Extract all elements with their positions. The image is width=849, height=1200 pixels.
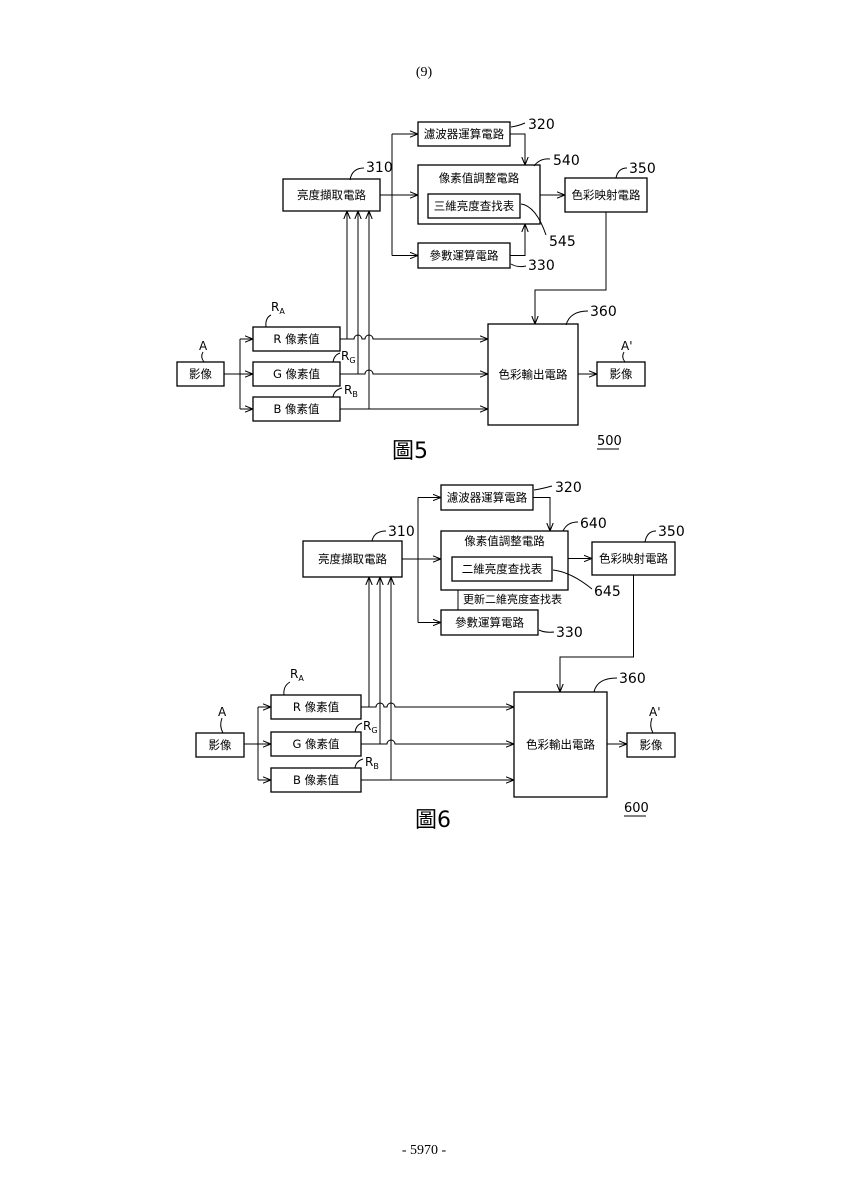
fig5-output-signal-label: A' (621, 339, 633, 353)
fig6-luminance-circuit-label: 亮度擷取電路 (318, 552, 387, 566)
fig5-b-signal-leader (333, 388, 342, 397)
fig5-r-value-label: R 像素值 (273, 332, 320, 346)
fig5-input-image-label: 影像 (189, 367, 212, 381)
fig5-luminance-circuit-label: 亮度擷取電路 (297, 188, 366, 202)
fig6-param-leader (539, 630, 554, 632)
fig6-b-value-label: B 像素值 (293, 773, 340, 787)
fig6-param-ref-numeral: 330 (556, 625, 583, 641)
fig5-colormap-circuit-label: 色彩映射電路 (572, 188, 641, 202)
fig6-input-signal-leader (221, 718, 223, 733)
fig5-output-signal-leader (623, 352, 625, 362)
fig5-output-circuit-leader (566, 311, 588, 325)
fig6-g-signal-label: RG (363, 719, 378, 735)
fig6-g-signal-main: R (363, 719, 371, 733)
fig6-r-signal-main: R (290, 667, 298, 681)
fig5-r-to-output-arrow (340, 335, 488, 339)
fig5-r-signal-sub: A (279, 307, 285, 316)
fig5-b-signal-sub: B (352, 390, 358, 399)
fig6-param-circuit-label: 參數運算電路 (455, 616, 524, 630)
fig6-input-signal-label: A (218, 705, 227, 719)
fig6-diagram: 濾波器運算電路像素值調整電路二維亮度查找表 亮度擷取電路 色彩映射電路參數運算電路 R… (196, 480, 685, 833)
page-footer: - 5970 - (402, 1143, 447, 1158)
fig6-figure-number: 600 (624, 801, 649, 816)
fig5-output-image-label: 影像 (610, 367, 633, 381)
fig6-colormap-circuit-label: 色彩映射電路 (599, 552, 668, 566)
fig5-filter-to-adjust-arrow (510, 134, 525, 165)
fig6-luminance-leader (372, 531, 386, 541)
fig6-output-image-label: 影像 (640, 738, 663, 752)
fig5-r-signal-main: R (271, 300, 279, 314)
fig5-param-to-adjust-arrow (510, 224, 525, 256)
fig5-luminance-leader (350, 168, 364, 180)
fig5-color-map-leader (616, 168, 627, 178)
fig6-color-map-leader (645, 531, 656, 542)
fig5-b-signal-label: RB (344, 383, 358, 399)
fig6-filter-to-adjust-arrow (533, 498, 550, 532)
fig5-figure-title: 圖5 (392, 439, 428, 464)
fig5-filter-leader (511, 123, 525, 127)
figures-layer: 濾波器運算電路像素值調整電路三維亮度查找表亮度擷取電路色彩映射電路參數運算電路R… (177, 117, 685, 833)
fig6-adjust-circuit-label: 像素值調整電路 (464, 534, 545, 548)
fig5-g-value-label: G 像素值 (273, 367, 321, 381)
fig6-luminance-ref-numeral: 310 (388, 524, 415, 540)
fig6-lut-ref-numeral: 645 (594, 584, 621, 600)
fig5-output-circuit-ref-numeral: 360 (590, 304, 617, 320)
fig6-g-value-label: G 像素值 (292, 737, 340, 751)
fig6-b-signal-leader (355, 759, 363, 768)
fig5-b-value-label: B 像素值 (273, 402, 320, 416)
fig6-update-annotation: 更新二維亮度查找表 (463, 592, 562, 606)
fig5-r-signal-leader (266, 315, 271, 327)
fig5-diagram: 濾波器運算電路像素值調整電路三維亮度查找表 亮度擷取電路 色彩映射電路參數運算電路 R… (177, 117, 656, 464)
fig5-filter-circuit-label: 濾波器運算電路 (424, 127, 505, 141)
fig5-figure-number: 500 (597, 434, 622, 449)
fig5-color-map-ref-numeral: 350 (629, 161, 656, 177)
fig6-filter-ref-numeral: 320 (555, 480, 582, 496)
fig6-output-signal-leader (651, 718, 653, 733)
page-header: (9) (416, 65, 433, 80)
fig5-output-circuit-label: 色彩輸出電路 (499, 368, 568, 382)
fig6-r-to-output-arrow (361, 703, 514, 707)
fig5-filter-ref-numeral: 320 (528, 117, 555, 133)
fig5-g-signal-label: RG (341, 349, 356, 365)
fig6-g-signal-leader (355, 723, 362, 732)
fig6-figure-title: 圖6 (415, 808, 451, 833)
fig5-lut-ref-numeral: 545 (549, 234, 576, 250)
fig6-adjust-ref-numeral: 640 (580, 516, 607, 532)
fig5-g-signal-sub: G (349, 356, 355, 365)
fig6-output-circuit-ref-numeral: 360 (619, 671, 646, 687)
fig5-g-signal-leader (333, 353, 340, 362)
fig6-r-value-label: R 像素值 (293, 700, 340, 714)
fig6-r-signal-leader (284, 682, 290, 695)
fig5-r-signal-label: RA (271, 300, 285, 316)
fig6-r-signal-sub: A (298, 674, 304, 683)
fig6-g-signal-sub: G (371, 726, 377, 735)
fig6-filter-leader (534, 486, 552, 490)
fig5-input-signal-label: A (199, 339, 208, 353)
fig6-r-signal-label: RA (290, 667, 304, 683)
fig5-adjust-circuit-label: 像素值調整電路 (439, 171, 520, 185)
fig5-param-circuit-label: 參數運算電路 (430, 249, 499, 263)
fig6-output-circuit-label: 色彩輸出電路 (526, 738, 595, 752)
fig6-adjust-leader (563, 522, 578, 531)
fig5-luminance-ref-numeral: 310 (366, 160, 393, 176)
fig5-g-to-output-arrow (340, 370, 488, 374)
fig5-lut-label: 三維亮度查找表 (434, 199, 515, 213)
fig5-input-signal-leader (202, 352, 204, 362)
fig5-g-signal-main: R (341, 349, 349, 363)
fig6-b-signal-sub: B (373, 762, 379, 771)
fig6-lut-label: 二維亮度查找表 (462, 562, 543, 576)
fig5-b-signal-main: R (344, 383, 352, 397)
fig5-adjust-ref-numeral: 540 (553, 153, 580, 169)
fig6-b-signal-main: R (365, 755, 373, 769)
fig6-b-signal-label: RB (365, 755, 379, 771)
fig6-color-map-ref-numeral: 350 (658, 524, 685, 540)
fig6-output-circuit-leader (594, 678, 617, 692)
fig6-filter-circuit-label: 濾波器運算電路 (447, 491, 528, 505)
fig5-param-leader (511, 264, 526, 267)
fig6-g-to-output-arrow (361, 740, 514, 744)
fig6-output-signal-label: A' (649, 705, 661, 719)
fig6-input-image-label: 影像 (209, 738, 232, 752)
fig5-param-ref-numeral: 330 (528, 258, 555, 274)
